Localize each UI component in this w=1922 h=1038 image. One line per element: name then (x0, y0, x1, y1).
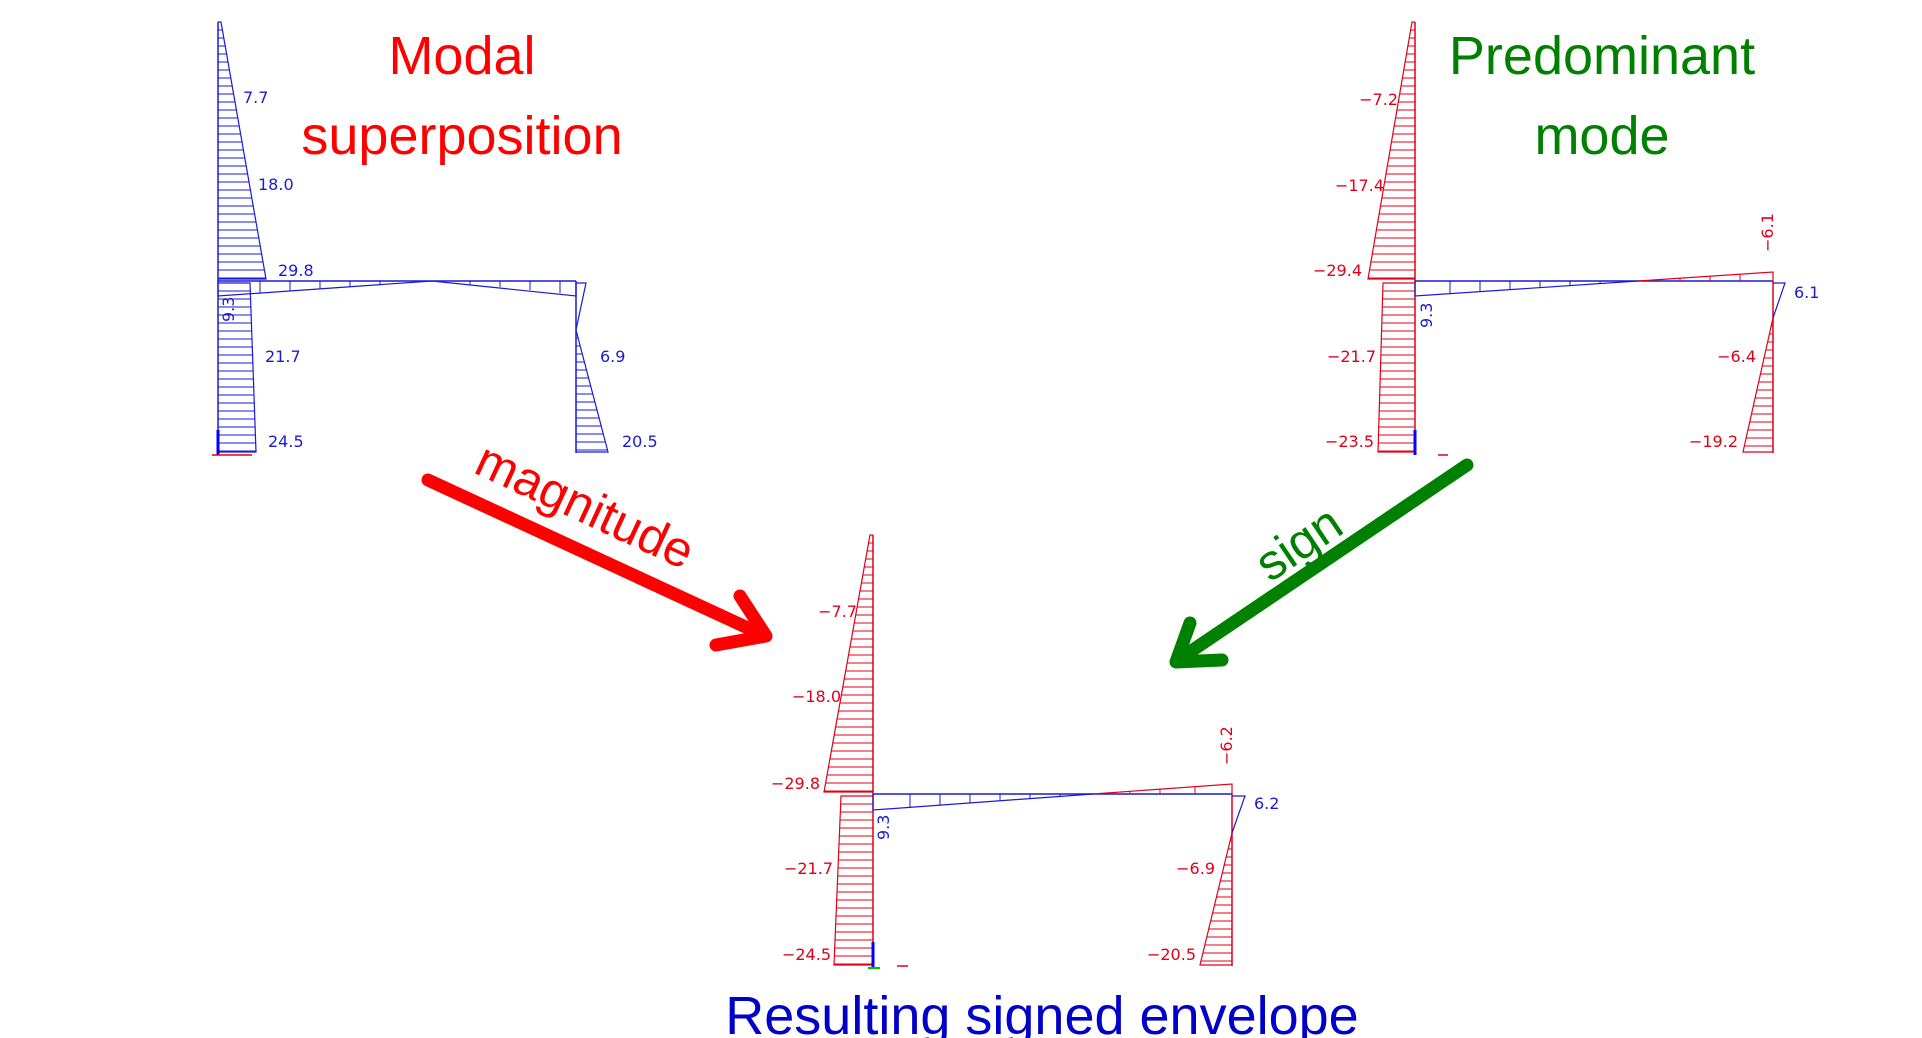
modal-label-29-8: 29.8 (278, 261, 314, 280)
modal-label-21-7: 21.7 (265, 347, 301, 366)
result-diagram: −7.7 −18.0 −29.8 9.3 −6.2 6.2 −21.7 −6.9… (771, 534, 1279, 969)
modal-upper-column-hatch (218, 29, 266, 279)
modal-upper-column-outline (218, 21, 267, 280)
predominant-title-line2: mode (1534, 106, 1669, 166)
predominant-right-column-top (1772, 282, 1786, 319)
result-label-beam-9-3: 9.3 (874, 815, 893, 840)
predominant-right-column-outline (1742, 317, 1774, 453)
modal-lower-column-outline (218, 282, 257, 453)
result-beam-positive (872, 793, 1094, 811)
result-beam-ticks (909, 787, 1196, 807)
predominant-right-column-hatch (1744, 325, 1773, 447)
result-label-21-7: −21.7 (784, 859, 833, 878)
magnitude-arrow (421, 473, 773, 652)
modal-title-line1: Modal (388, 26, 535, 86)
predominant-label-17-4: −17.4 (1335, 176, 1384, 195)
result-lower-column-outline (833, 795, 873, 966)
modal-lower-column-hatch (218, 290, 256, 452)
result-label-beam-6-2: −6.2 (1217, 726, 1236, 765)
result-label-24-5: −24.5 (782, 945, 831, 964)
modal-beam-ticks (259, 281, 561, 293)
predominant-label-21-7: −21.7 (1327, 347, 1376, 366)
result-label-7-7: −7.7 (818, 602, 857, 621)
modal-label-24-5: 24.5 (268, 432, 304, 451)
predominant-beam-negative (1637, 271, 1774, 282)
modal-label-beam-9-3: 9.3 (219, 297, 238, 322)
result-label-20-5: −20.5 (1147, 945, 1196, 964)
predominant-upper-column-outline (1367, 21, 1415, 280)
result-right-column-outline (1199, 832, 1233, 966)
predominant-title-line1: Predominant (1449, 26, 1755, 86)
modal-label-18-0: 18.0 (258, 175, 294, 194)
predominant-lower-column-outline (1377, 282, 1415, 453)
result-label-6-9: −6.9 (1176, 859, 1215, 878)
predominant-lower-column-hatch (1378, 290, 1415, 452)
modal-right-column-outline (575, 282, 609, 453)
predominant-diagram: −7.2 −17.4 −29.4 9.3 −6.1 6.1 −21.7 −6.4… (1313, 21, 1819, 456)
predominant-label-29-4: −29.4 (1313, 261, 1362, 280)
modal-right-column-hatch (576, 337, 608, 451)
modal-beam-diagram (217, 280, 577, 297)
result-label-6-2: 6.2 (1254, 794, 1279, 813)
result-beam-negative (1092, 783, 1233, 795)
predominant-label-19-2: −19.2 (1689, 432, 1738, 451)
result-upper-column-hatch (824, 542, 873, 792)
result-lower-column-hatch (834, 803, 873, 965)
sign-arrow (1169, 458, 1474, 669)
modal-label-6-9: 6.9 (600, 347, 625, 366)
modal-label-20-5: 20.5 (622, 432, 658, 451)
predominant-label-6-1: 6.1 (1794, 283, 1819, 302)
result-right-column-top (1231, 795, 1246, 834)
predominant-beam-positive (1414, 280, 1639, 297)
result-label-29-8: −29.8 (771, 774, 820, 793)
result-upper-column-outline (823, 534, 873, 793)
result-title: Resulting signed envelope (725, 986, 1358, 1038)
modal-title-line2: superposition (301, 106, 622, 166)
predominant-label-7-2: −7.2 (1359, 90, 1398, 109)
predominant-upper-column-hatch (1368, 29, 1415, 279)
modal-diagram: 7.7 18.0 29.8 9.3 21.7 24.5 6.9 20.5 (212, 21, 658, 456)
predominant-label-beam-6-1: −6.1 (1758, 213, 1777, 252)
modal-label-7-7: 7.7 (243, 88, 268, 107)
predominant-label-6-4: −6.4 (1717, 347, 1756, 366)
predominant-beam-ticks (1449, 274, 1741, 294)
predominant-label-23-5: −23.5 (1325, 432, 1374, 451)
predominant-label-beam-9-3: 9.3 (1417, 303, 1436, 328)
result-label-18-0: −18.0 (792, 687, 841, 706)
